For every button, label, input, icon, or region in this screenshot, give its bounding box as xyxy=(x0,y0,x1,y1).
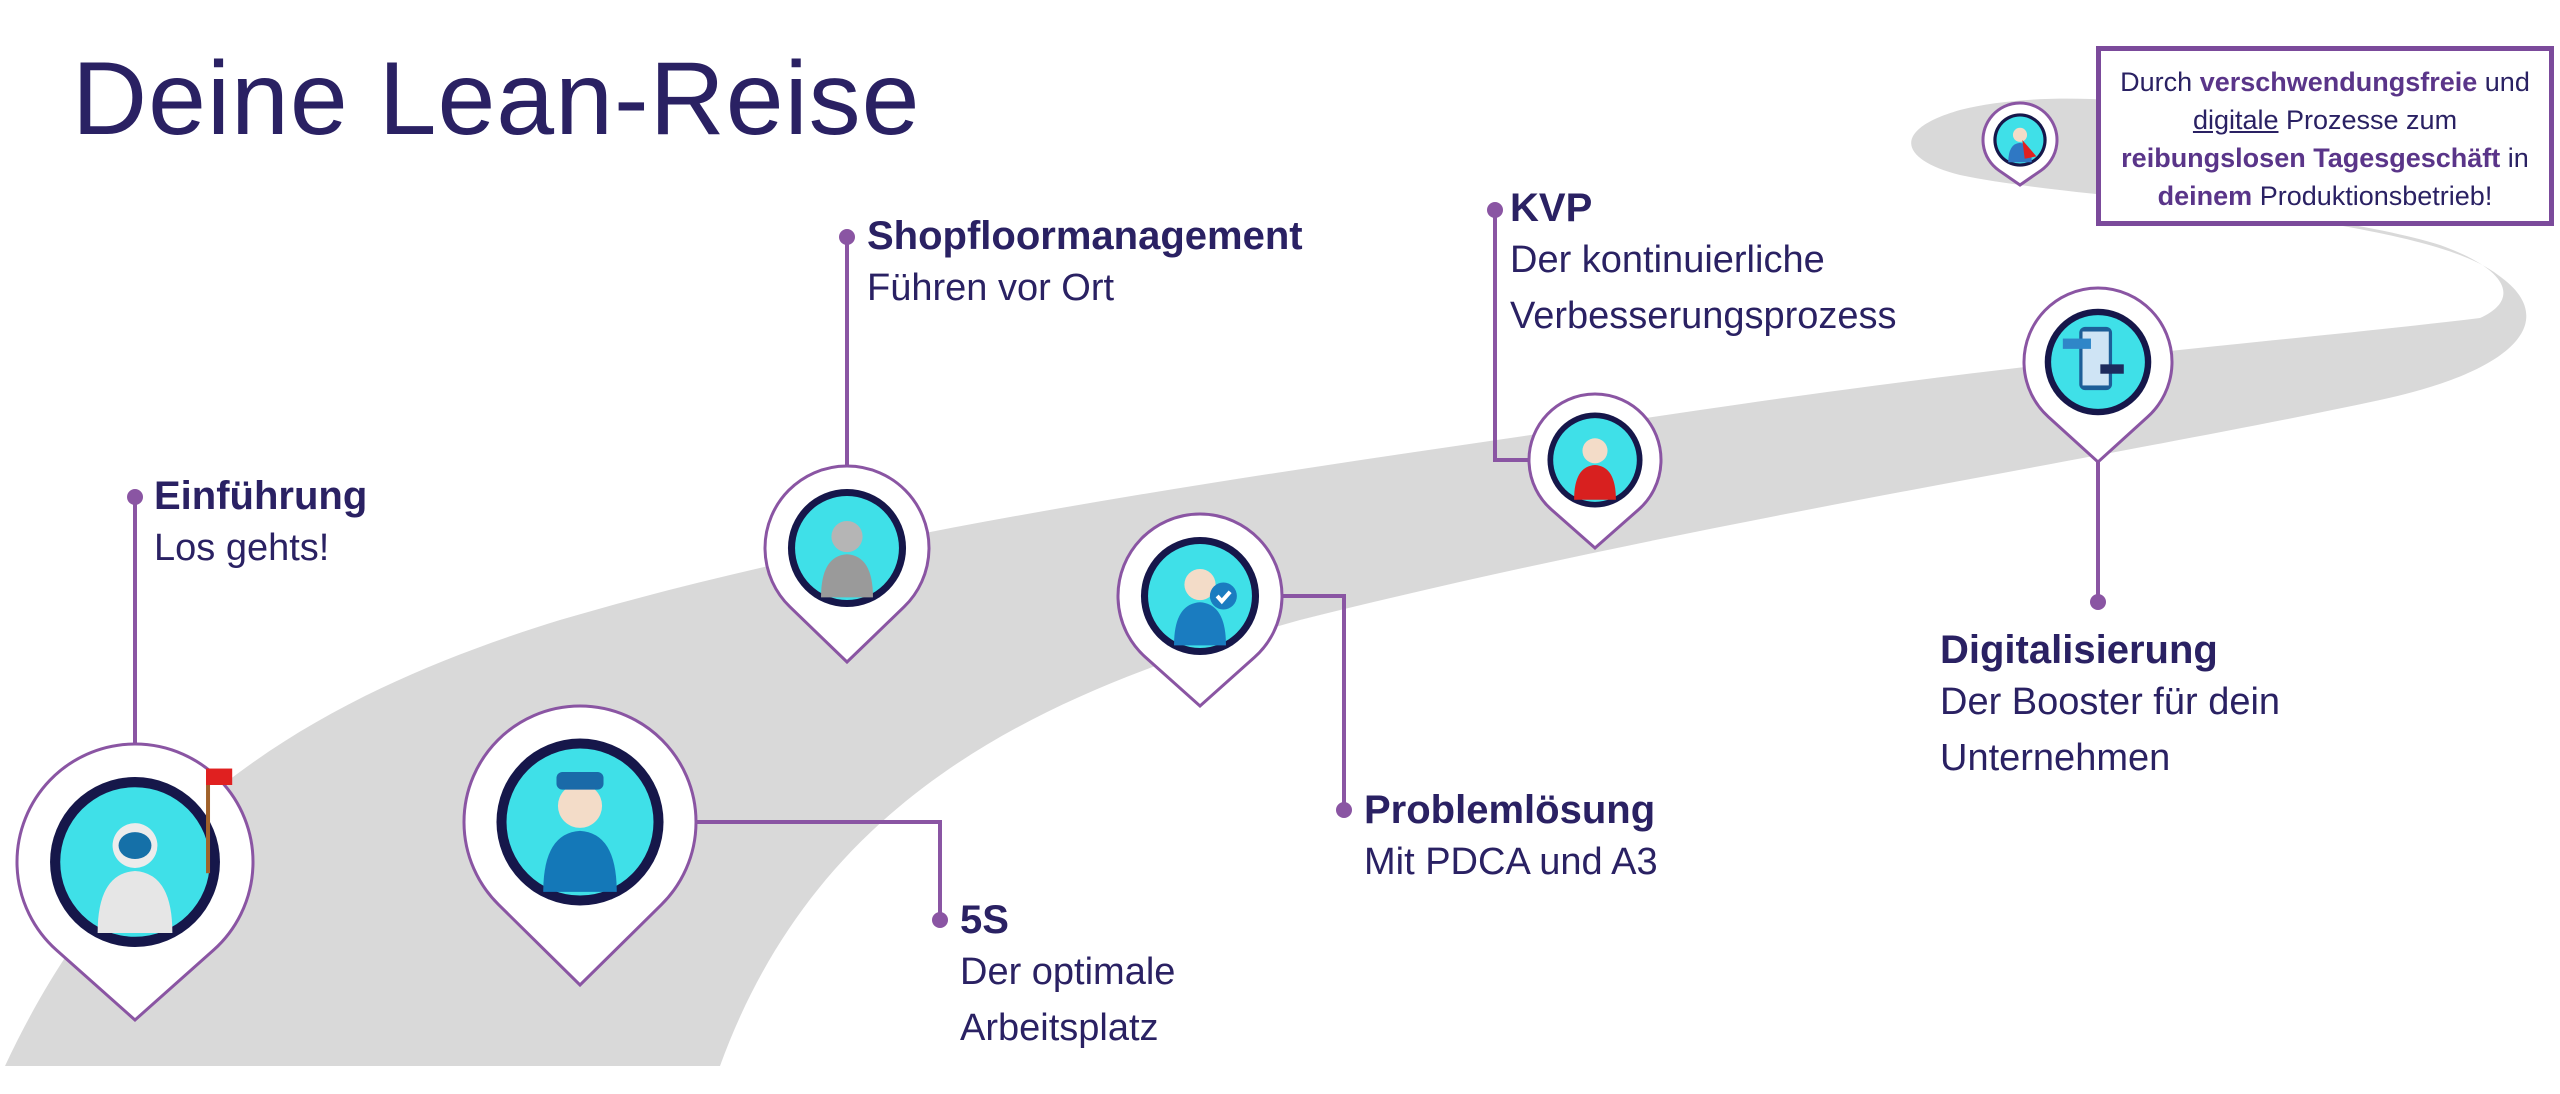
callout-underlined: digitale xyxy=(2192,105,2279,135)
superhero-icon xyxy=(2008,127,2037,163)
pin-digitalisierung xyxy=(2022,286,2174,465)
smartphone-chat-icon xyxy=(2062,326,2124,391)
dot-shopfloor xyxy=(839,229,855,245)
station-subtitle: Unternehmen xyxy=(1940,737,2171,779)
dot-kvp xyxy=(1487,202,1503,218)
station-heading: Shopfloormanagement xyxy=(867,214,1303,258)
callout-text: Durch xyxy=(2120,67,2200,97)
station-subtitle: Mit PDCA und A3 xyxy=(1364,841,1658,883)
page-title: Deine Lean-Reise xyxy=(72,41,921,157)
station-subtitle: Der optimale xyxy=(960,951,1176,993)
station-heading: Digitalisierung xyxy=(1940,628,2218,672)
callout-emphasis: deinem xyxy=(2157,181,2253,211)
station-digitalisierung: Digitalisierung Der Booster für dein Unt… xyxy=(1940,626,2280,786)
station-heading: KVP xyxy=(1510,186,1593,230)
callout-text: Produktionsbetrieb! xyxy=(2252,181,2493,211)
dot-einfuehrung xyxy=(127,489,143,505)
pin-problemloesung xyxy=(1116,512,1284,709)
callout-text: in xyxy=(2500,143,2529,173)
station-subtitle: Los gehts! xyxy=(154,527,330,569)
station-subtitle: Arbeitsplatz xyxy=(960,1007,1159,1049)
callout-emphasis: verschwendungsfreie xyxy=(2199,67,2478,97)
station-subtitle: Der Booster für dein xyxy=(1940,681,2281,723)
station-shopfloor: Shopfloormanagement Führen vor Ort xyxy=(867,212,1303,316)
dot-problemloesung xyxy=(1336,802,1352,818)
pin-einfuehrung xyxy=(15,742,255,1023)
station-heading: Problemlösung xyxy=(1364,788,1656,832)
approved-badge-icon xyxy=(1174,568,1237,646)
callout-text: und xyxy=(2477,67,2530,97)
pin-shopfloor xyxy=(763,464,931,665)
mission-callout: Durch verschwendungsfreie und digitale P… xyxy=(2096,46,2554,226)
astronaut-icon xyxy=(97,768,233,934)
connector-problemloesung xyxy=(1283,594,1346,810)
callout-text: Prozesse zum xyxy=(2278,105,2458,135)
station-5s: 5S Der optimale Arbeitsplatz xyxy=(960,896,1175,1056)
dot-5s xyxy=(932,912,948,928)
pin-5s xyxy=(462,704,698,988)
dot-digitalisierung xyxy=(2090,594,2106,610)
station-subtitle: Verbesserungsprozess xyxy=(1510,295,1897,337)
heart-person-icon xyxy=(1574,438,1616,500)
station-heading: 5S xyxy=(960,898,1009,942)
officer-icon xyxy=(543,772,617,892)
pin-kvp xyxy=(1527,392,1663,551)
callout-emphasis: reibungslosen Tagesgeschäft xyxy=(2121,143,2501,173)
station-subtitle: Führen vor Ort xyxy=(867,267,1115,309)
pin-ziel xyxy=(1981,101,2059,187)
station-heading: Einführung xyxy=(154,474,368,518)
station-problemloesung: Problemlösung Mit PDCA und A3 xyxy=(1364,786,1658,890)
connector-dots xyxy=(127,202,2106,928)
connector-5s xyxy=(697,820,942,920)
station-subtitle: Der kontinuierliche xyxy=(1510,239,1825,281)
station-kvp: KVP Der kontinuierliche Verbesserungspro… xyxy=(1510,184,1897,344)
station-einfuehrung: Einführung Los gehts! xyxy=(154,472,367,576)
wolf-icon xyxy=(821,520,873,598)
